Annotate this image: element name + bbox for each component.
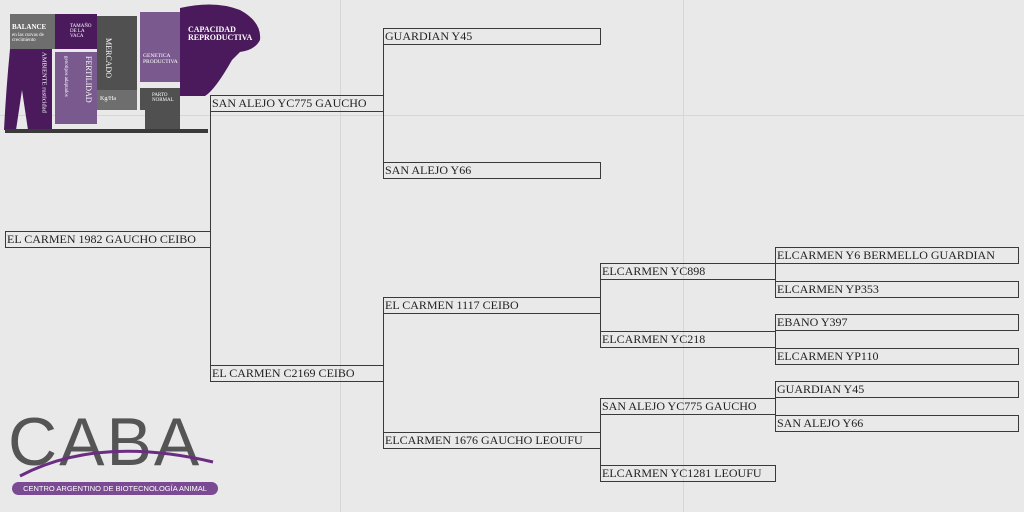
pedigree-dam-dam-dam[interactable]: ELCARMEN YC1281 LEOUFU (600, 465, 776, 482)
pedigree-sire-sire[interactable]: GUARDIAN Y45 (383, 28, 601, 45)
background-gridline (340, 0, 341, 512)
pedigree-dam-dam[interactable]: ELCARMEN 1676 GAUCHO LEOUFU (383, 432, 601, 449)
pedigree-g4[interactable]: EBANO Y397 (775, 314, 1019, 331)
pedigree-sire[interactable]: SAN ALEJO YC775 GAUCHO (210, 95, 384, 112)
pedigree-g4[interactable]: ELCARMEN YP353 (775, 281, 1019, 298)
logo-label-mercado: MERCADO (104, 38, 113, 79)
logo-label-fertilidad: FERTILIDAD (84, 56, 93, 103)
pedigree-g4[interactable]: ELCARMEN Y6 BERMELLO GUARDIAN (775, 247, 1019, 264)
pedigree-dam-sire[interactable]: EL CARMEN 1117 CEIBO (383, 297, 601, 314)
pedigree-sire-dam[interactable]: SAN ALEJO Y66 (383, 162, 601, 179)
pedigree-root[interactable]: EL CARMEN 1982 GAUCHO CEIBO (5, 231, 211, 248)
pedigree-dam[interactable]: EL CARMEN C2169 CEIBO (210, 365, 384, 382)
pedigree-g4[interactable]: ELCARMEN YP110 (775, 348, 1019, 365)
caba-subtitle: CENTRO ARGENTINO DE BIOTECNOLOGÍA ANIMAL (12, 482, 218, 495)
cow-puzzle-logo (4, 4, 261, 133)
caba-wordmark: CABA (8, 404, 202, 480)
logo-label-capacidad: CAPACIDAD REPRODUCTIVA (188, 25, 253, 42)
pedigree-dam-sire-sire[interactable]: ELCARMEN YC898 (600, 263, 776, 280)
logo-label-ambiente: AMBIENTE rusticidad (40, 52, 48, 113)
logo-label-kgha: Kg/Ha (100, 96, 116, 102)
pedigree-dam-sire-dam[interactable]: ELCARMEN YC218 (600, 331, 776, 348)
background-gridline (0, 115, 1024, 116)
pedigree-g4[interactable]: SAN ALEJO Y66 (775, 415, 1019, 432)
logo-label-parto: PARTO NORMAL (152, 93, 174, 103)
background-gridline (683, 0, 684, 512)
logo-label-balance: BALANCE (12, 23, 47, 31)
pedigree-dam-dam-sire[interactable]: SAN ALEJO YC775 GAUCHO (600, 398, 776, 415)
pedigree-g4[interactable]: GUARDIAN Y45 (775, 381, 1019, 398)
logo-label-tamano: TAMAÑO DE LA VACA (70, 24, 92, 39)
caba-swoosh (19, 449, 214, 478)
logo-label-curvas: en las curvas de crecimiento (12, 33, 44, 43)
logo-label-genotipos: genotipos adaptados (63, 56, 68, 97)
logo-label-genetica: GENETICA PRODUCTIVA (143, 53, 178, 65)
